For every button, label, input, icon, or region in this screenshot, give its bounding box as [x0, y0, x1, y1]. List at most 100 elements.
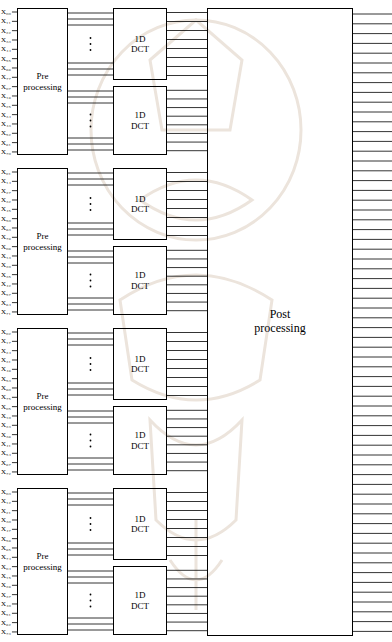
ellipsis-dot	[90, 49, 92, 51]
bundle-wire	[167, 181, 207, 182]
box-label: 1D DCT	[129, 194, 151, 215]
input-signal: X₃₅	[1, 271, 11, 279]
bundle-wire	[167, 546, 207, 547]
output-wire	[353, 278, 392, 279]
input-signal: X₆₂	[1, 619, 11, 627]
ellipsis-dot	[90, 440, 92, 442]
output-wire	[353, 582, 392, 583]
bundle-wire	[68, 235, 113, 236]
input-signal: X₃₇	[1, 591, 11, 599]
bundle-wire	[167, 453, 207, 454]
output-wire	[353, 317, 392, 318]
output-wire	[353, 190, 392, 191]
bundle-wire	[68, 63, 113, 64]
bundle-wire	[167, 359, 207, 360]
ellipsis-dot	[90, 434, 92, 436]
connector	[68, 91, 113, 92]
dct-box: 1D DCT	[113, 168, 167, 240]
ellipsis-dot	[90, 446, 92, 448]
input-signal: X₆₀	[1, 384, 11, 392]
output-wire	[353, 455, 392, 456]
output-wire	[353, 425, 392, 426]
input-signal: X₇₅	[1, 393, 11, 401]
bundle-wire	[167, 519, 207, 520]
bundle-wire	[68, 304, 113, 305]
bundle-wire	[68, 549, 113, 550]
output-wire	[353, 474, 392, 475]
input-signal: X₄₅	[1, 205, 11, 213]
output-wire	[353, 121, 392, 122]
output-wire	[353, 239, 392, 240]
box-label: Pre processing	[21, 551, 65, 572]
output-wire	[353, 23, 392, 24]
dct-box: 1D DCT	[113, 488, 167, 560]
bundle-wire	[167, 302, 207, 303]
ellipsis-dot	[90, 114, 92, 116]
connector	[167, 570, 207, 571]
bundle-wire	[167, 444, 207, 445]
output-wire	[353, 631, 392, 632]
output-wire	[353, 200, 392, 201]
output-wire	[353, 229, 392, 230]
output-wire	[353, 562, 392, 563]
input-signal: X₄₁	[1, 440, 11, 448]
ellipsis-dot	[90, 203, 92, 205]
ellipsis-dot	[90, 363, 92, 365]
dct-box: 1D DCT	[113, 8, 167, 80]
input-signal: X₂₀	[1, 261, 11, 269]
input-signal: X₇₁	[1, 308, 11, 316]
ellipsis-dot	[90, 209, 92, 211]
bundle-wire	[167, 142, 207, 143]
bundle-wire	[68, 624, 113, 625]
bundle-wire	[167, 613, 207, 614]
preprocessing-box: Pre processing	[17, 168, 68, 315]
bundle-wire	[68, 185, 113, 186]
dct-box: 1D DCT	[113, 566, 167, 635]
bundle-wire	[167, 276, 207, 277]
bundle-wire	[167, 537, 207, 538]
bundle-wire	[167, 418, 207, 419]
output-wire	[353, 219, 392, 220]
bundle-wire	[167, 310, 207, 311]
bundle-wire	[68, 179, 113, 180]
bundle-wire	[167, 21, 207, 22]
preprocessing-box: Pre processing	[17, 488, 68, 635]
input-signal: X₁₆	[1, 92, 11, 100]
input-signal: X₂₅	[1, 101, 11, 109]
output-wire	[353, 543, 392, 544]
bundle-wire	[167, 258, 207, 259]
output-wire	[353, 621, 392, 622]
output-wire	[353, 445, 392, 446]
dct-box: 1D DCT	[113, 406, 167, 475]
preprocessing-box: Pre processing	[17, 328, 68, 475]
bundle-wire	[167, 386, 207, 387]
ellipsis-dot	[90, 369, 92, 371]
input-signal: X₂₄	[1, 347, 11, 355]
output-wire	[353, 92, 392, 93]
ellipsis-dot	[90, 197, 92, 199]
output-wire	[353, 308, 392, 309]
input-signal: X₇₄	[1, 553, 11, 561]
bundle-wire	[68, 458, 113, 459]
dct-box: 1D DCT	[113, 328, 167, 400]
input-signal: X₀₁	[1, 168, 11, 176]
output-wire	[353, 170, 392, 171]
connector	[68, 13, 113, 14]
bundle-wire	[68, 543, 113, 544]
bundle-wire	[68, 417, 113, 418]
bundle-wire	[167, 116, 207, 117]
input-signal: X₃₄	[1, 111, 11, 119]
input-signal: X₁₅	[1, 572, 11, 580]
bundle-wire	[167, 604, 207, 605]
bundle-wire	[167, 48, 207, 49]
input-signal: X₂₁	[1, 507, 11, 515]
connector	[68, 571, 113, 572]
signal-wires	[12, 12, 392, 632]
output-wire	[353, 396, 392, 397]
ellipsis-dot	[90, 600, 92, 602]
box-label: 1D DCT	[129, 110, 151, 131]
box-label: Pre processing	[21, 71, 65, 92]
input-signal: X₀₄	[1, 563, 11, 571]
input-signal: X₂₂	[1, 27, 11, 35]
output-wire	[353, 611, 392, 612]
